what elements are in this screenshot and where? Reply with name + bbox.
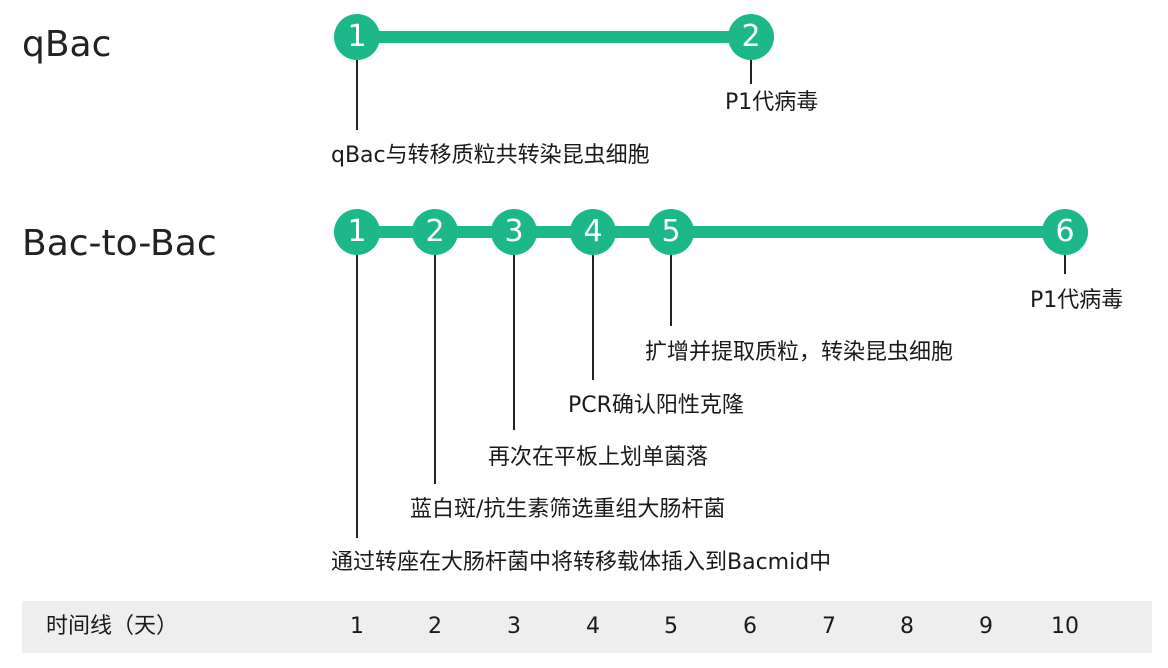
qbac-step-1-label: qBac与转移质粒共转染昆虫细胞 <box>331 143 650 168</box>
bac-step-1-node: 1 <box>334 209 380 255</box>
bac-step-3-label: 再次在平板上划单菌落 <box>488 445 709 470</box>
bac-step-5-stem <box>670 250 672 326</box>
bac-step-2-stem <box>434 250 436 484</box>
bac-step-3-stem <box>513 250 515 430</box>
bac-step-6-stem <box>1064 250 1066 274</box>
bac-step-1-label: 通过转座在大肠杆菌中将转移载体插入到Bacmid中 <box>331 550 832 575</box>
timeline-day-label: 6 <box>743 614 757 639</box>
qbac-step-1-stem <box>356 58 358 130</box>
bac-step-5-label: 扩增并提取质粒，转染昆虫细胞 <box>645 340 954 365</box>
bac-progress-bar <box>357 226 1065 238</box>
timeline-day-label: 3 <box>507 614 521 639</box>
qbac-step-2-label: P1代病毒 <box>725 90 819 115</box>
track-title-qbac: qBac <box>22 24 112 65</box>
bac-step-4-label: PCR确认阳性克隆 <box>568 393 744 418</box>
track-title-bac-to-bac: Bac-to-Bac <box>22 223 217 264</box>
timeline-day-label: 5 <box>664 614 678 639</box>
qbac-step-2-node: 2 <box>728 14 774 60</box>
qbac-progress-bar <box>357 31 751 43</box>
timeline-day-label: 10 <box>1051 614 1079 639</box>
timeline-axis-title: 时间线（天） <box>46 614 179 639</box>
bac-step-6-node: 6 <box>1042 209 1088 255</box>
timeline-day-label: 8 <box>900 614 914 639</box>
bac-step-2-label: 蓝白斑/抗生素筛选重组大肠杆菌 <box>410 497 726 522</box>
timeline-axis-band <box>22 601 1152 653</box>
bac-step-4-stem <box>592 250 594 380</box>
timeline-day-label: 7 <box>822 614 836 639</box>
bac-step-4-node: 4 <box>570 209 616 255</box>
qbac-step-2-stem <box>750 58 752 84</box>
timeline-day-label: 2 <box>428 614 442 639</box>
bac-step-1-stem <box>356 250 358 538</box>
qbac-step-1-node: 1 <box>334 14 380 60</box>
timeline-day-label: 1 <box>350 614 364 639</box>
bac-step-2-node: 2 <box>412 209 458 255</box>
timeline-day-label: 9 <box>979 614 993 639</box>
bac-step-5-node: 5 <box>648 209 694 255</box>
bac-step-3-node: 3 <box>491 209 537 255</box>
bac-step-6-label: P1代病毒 <box>1030 288 1124 313</box>
timeline-day-label: 4 <box>586 614 600 639</box>
